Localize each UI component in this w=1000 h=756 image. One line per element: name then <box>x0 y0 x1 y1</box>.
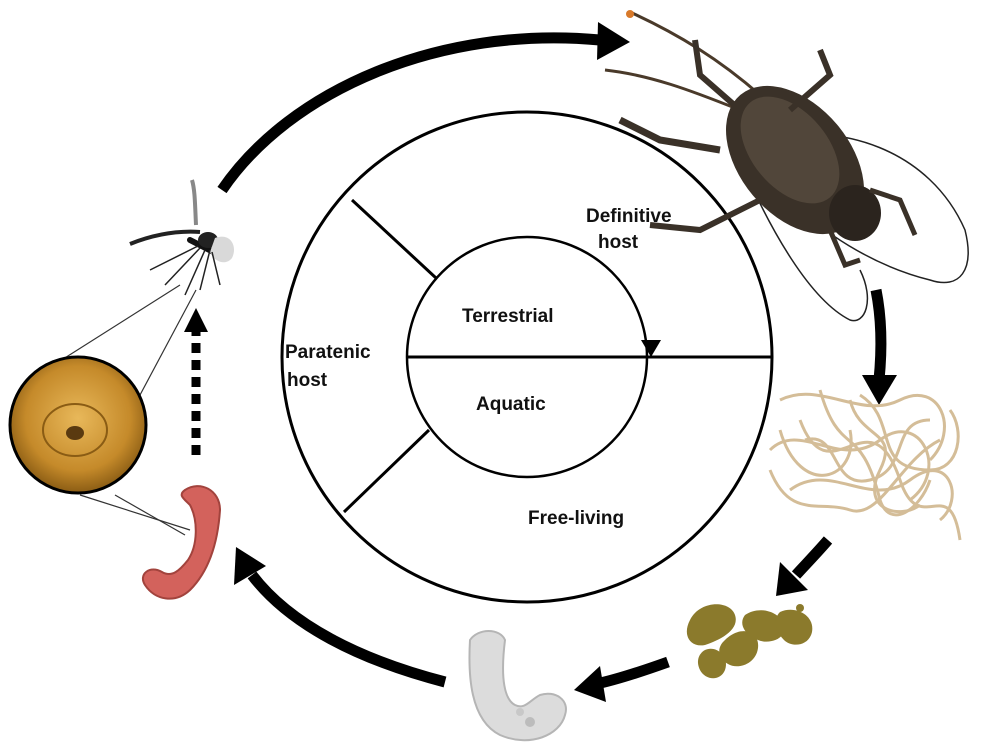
arrow-eggs-to-larva <box>594 656 670 690</box>
dashed-arrowhead <box>184 308 208 332</box>
cycle-arrows <box>184 22 897 702</box>
lower-left-divider <box>342 428 431 514</box>
arrowhead-eggs-to-larva <box>574 666 606 702</box>
central-circle <box>280 110 774 604</box>
terrestrial-label: Terrestrial <box>462 306 554 327</box>
definitive-host-label: Definitive <box>586 206 672 227</box>
paratenic-host-label-line2: host <box>287 370 328 391</box>
free-living-label: Free-living <box>528 508 624 529</box>
arrowhead-mosquito-to-cricket <box>597 22 630 60</box>
inner-cycle-arrowhead <box>641 340 661 357</box>
cyst-magnified-icon <box>8 284 197 536</box>
arrow-larva-to-aquatic-host <box>247 571 447 688</box>
paratenic-host-label: Paratenic <box>285 342 371 363</box>
mosquito-icon <box>129 179 235 296</box>
upper-left-divider <box>350 198 438 280</box>
arrowhead-larva-to-aquatic-host <box>234 547 266 585</box>
definitive-host-label-line2: host <box>598 232 639 253</box>
arrow-mosquito-to-cricket <box>217 32 601 194</box>
larva-icon <box>468 630 567 742</box>
aquatic-larva-icon <box>142 485 222 600</box>
arrowhead-cricket-to-worms <box>862 375 897 405</box>
arrow-cricket-to-worms <box>870 288 887 381</box>
arrowhead-worms-to-eggs <box>776 562 808 596</box>
adult-worms-icon <box>768 389 962 541</box>
aquatic-label: Aquatic <box>476 394 546 415</box>
arrow-worms-to-eggs <box>791 536 833 579</box>
egg-strings-icon <box>686 604 813 679</box>
cricket-icon <box>604 10 969 322</box>
